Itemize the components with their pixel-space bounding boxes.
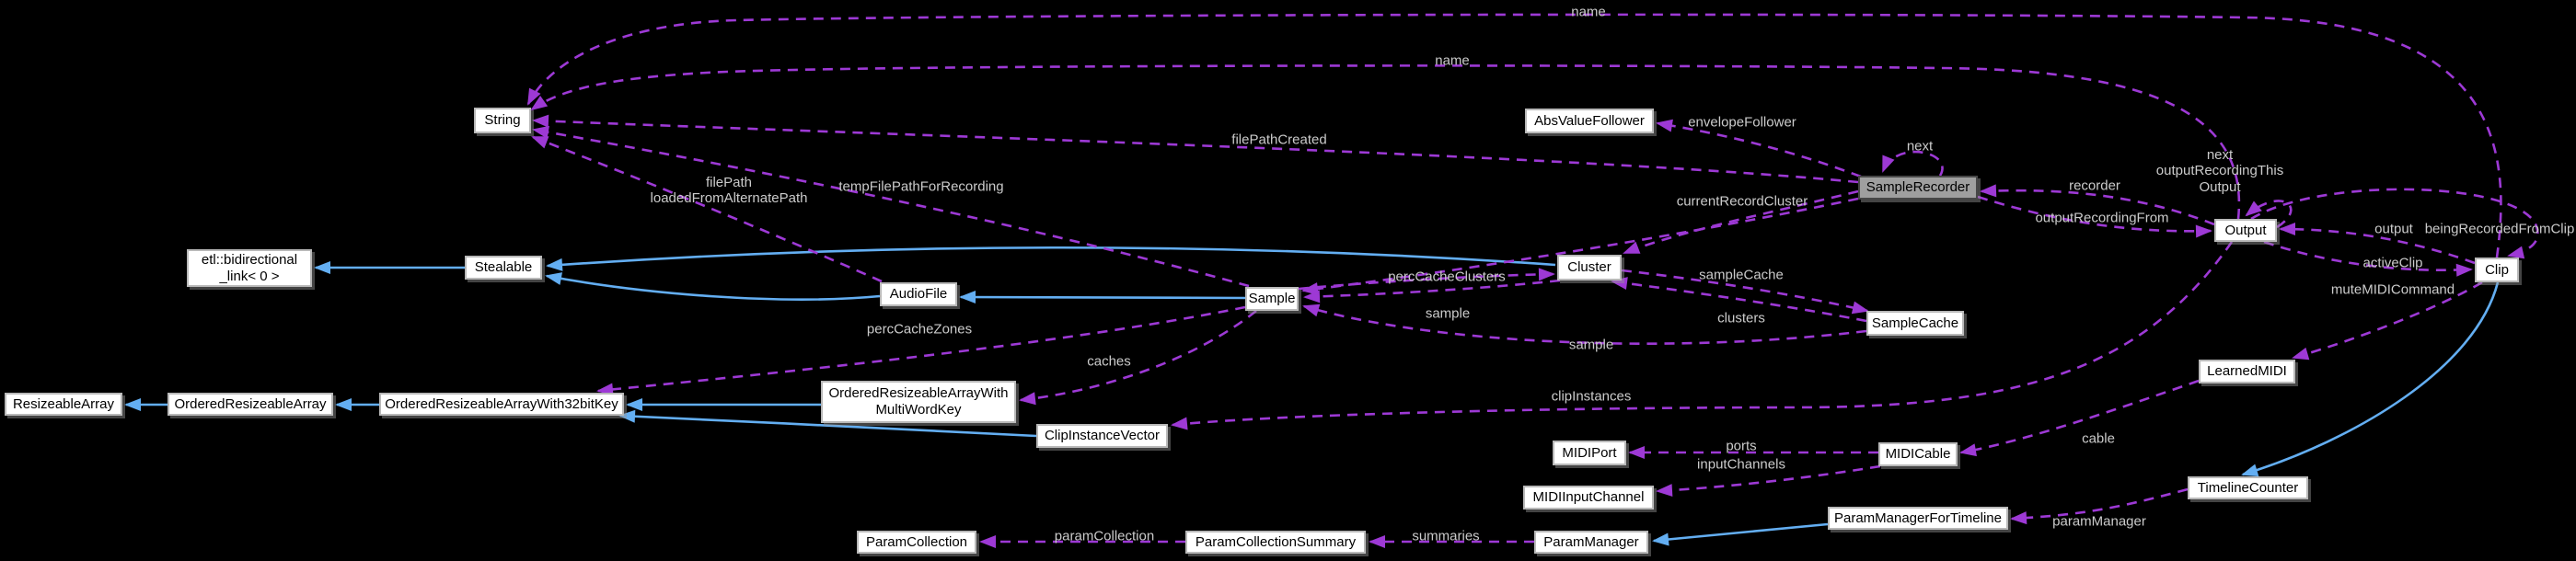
edge-samplerecorder-to-output [1977, 195, 2212, 238]
node-learnedmidi[interactable]: LearnedMIDI [2199, 360, 2295, 384]
edge-cluster-to-stealable [546, 246, 1556, 271]
edge-output-to-clip [2250, 188, 2539, 259]
edge-output-to-clip [2263, 240, 2473, 277]
node-midiport[interactable]: MIDIPort [1553, 441, 1626, 465]
edge-samplerecorder-to-cluster [1623, 189, 1859, 255]
node-clipinstancevector[interactable]: ClipInstanceVector [1036, 424, 1168, 448]
edge-clip-to-string [526, 13, 2502, 258]
node-midiinputchannel[interactable]: MIDIInputChannel [1523, 486, 1654, 509]
node-parammanagerfortimeline[interactable]: ParamManagerForTimeline [1828, 507, 2008, 530]
edge-clip-to-output [2279, 223, 2476, 265]
edge-clip-to-timelinecounter [2241, 281, 2500, 476]
edge-samplerecorder-to-string [532, 114, 1859, 184]
node-samplerecorder[interactable]: SampleRecorder [1858, 176, 1978, 200]
edge-sample-to-orderedresizeablearraywith32bitkey [596, 305, 1246, 396]
edge-output-to-samplerecorder [1980, 184, 2215, 226]
edge-audiofile-to-stealable [545, 272, 881, 301]
edge-output-to-output [2245, 200, 2293, 229]
edge-sample-to-orderedresizeablearraywithmultiwordkey [1019, 309, 1257, 406]
edge-samplerecorder-to-samplerecorder [1881, 150, 1944, 177]
node-etl-bidirectional-link[interactable]: etl::bidirectional _link< 0 > [187, 249, 312, 287]
edge-output-to-string [530, 64, 2241, 220]
edge-clipinstancevector-to-orderedresizeablearraywith32bitkey [618, 409, 1037, 438]
node-stealable[interactable]: Stealable [465, 256, 542, 280]
node-audiofile[interactable]: AudioFile [880, 282, 957, 306]
edge-sample-to-cluster [1298, 268, 1555, 291]
node-orderedresizeablearray[interactable]: OrderedResizeableArray [167, 393, 333, 416]
node-orderedresizeablearraywithmultiwordkey[interactable]: OrderedResizeableArrayWith MultiWordKey [821, 381, 1016, 423]
edge-midicable-to-midiinputchannel [1656, 464, 1881, 498]
node-samplecache[interactable]: SampleCache [1866, 311, 1964, 336]
edge-sample-to-string [532, 125, 1250, 288]
edge-output-to-clipinstancevector [1171, 241, 2234, 430]
edge-audiofile-to-string [531, 135, 883, 283]
node-parammanager[interactable]: ParamManager [1534, 531, 1648, 554]
node-string[interactable]: String [474, 108, 531, 133]
node-timelinecounter[interactable]: TimelineCounter [2188, 476, 2308, 499]
edge-parammanagerfortimeline-to-parammanager [1652, 522, 1829, 546]
node-cluster[interactable]: Cluster [1557, 255, 1622, 280]
edge-samplecache-to-sample [1302, 303, 1867, 345]
node-output[interactable]: Output [2214, 219, 2277, 242]
node-absvaluefollower[interactable]: AbsValueFollower [1525, 109, 1654, 133]
node-orderedresizeablearraywith32bitkey[interactable]: OrderedResizeableArrayWith32bitKey [379, 393, 624, 416]
edge-samplecache-to-cluster [1611, 277, 1867, 323]
edge-timelinecounter-to-parammanagerfortimeline [2010, 487, 2189, 525]
edge-cluster-to-sample [1303, 279, 1561, 303]
node-clip[interactable]: Clip [2475, 258, 2519, 282]
edge-sample-to-audiofile [959, 291, 1246, 304]
edge-samplerecorder-to-absvaluefollower [1656, 119, 1862, 178]
node-paramcollectionsummary[interactable]: ParamCollectionSummary [1185, 531, 1366, 554]
node-sample[interactable]: Sample [1245, 287, 1299, 311]
edge-cluster-to-samplecache [1621, 269, 1869, 315]
node-paramcollection[interactable]: ParamCollection [857, 531, 976, 554]
node-midicable[interactable]: MIDICable [1878, 442, 1958, 466]
edge-clip-to-learnedmidi [2292, 280, 2483, 361]
node-resizeablearray[interactable]: ResizeableArray [5, 393, 122, 416]
